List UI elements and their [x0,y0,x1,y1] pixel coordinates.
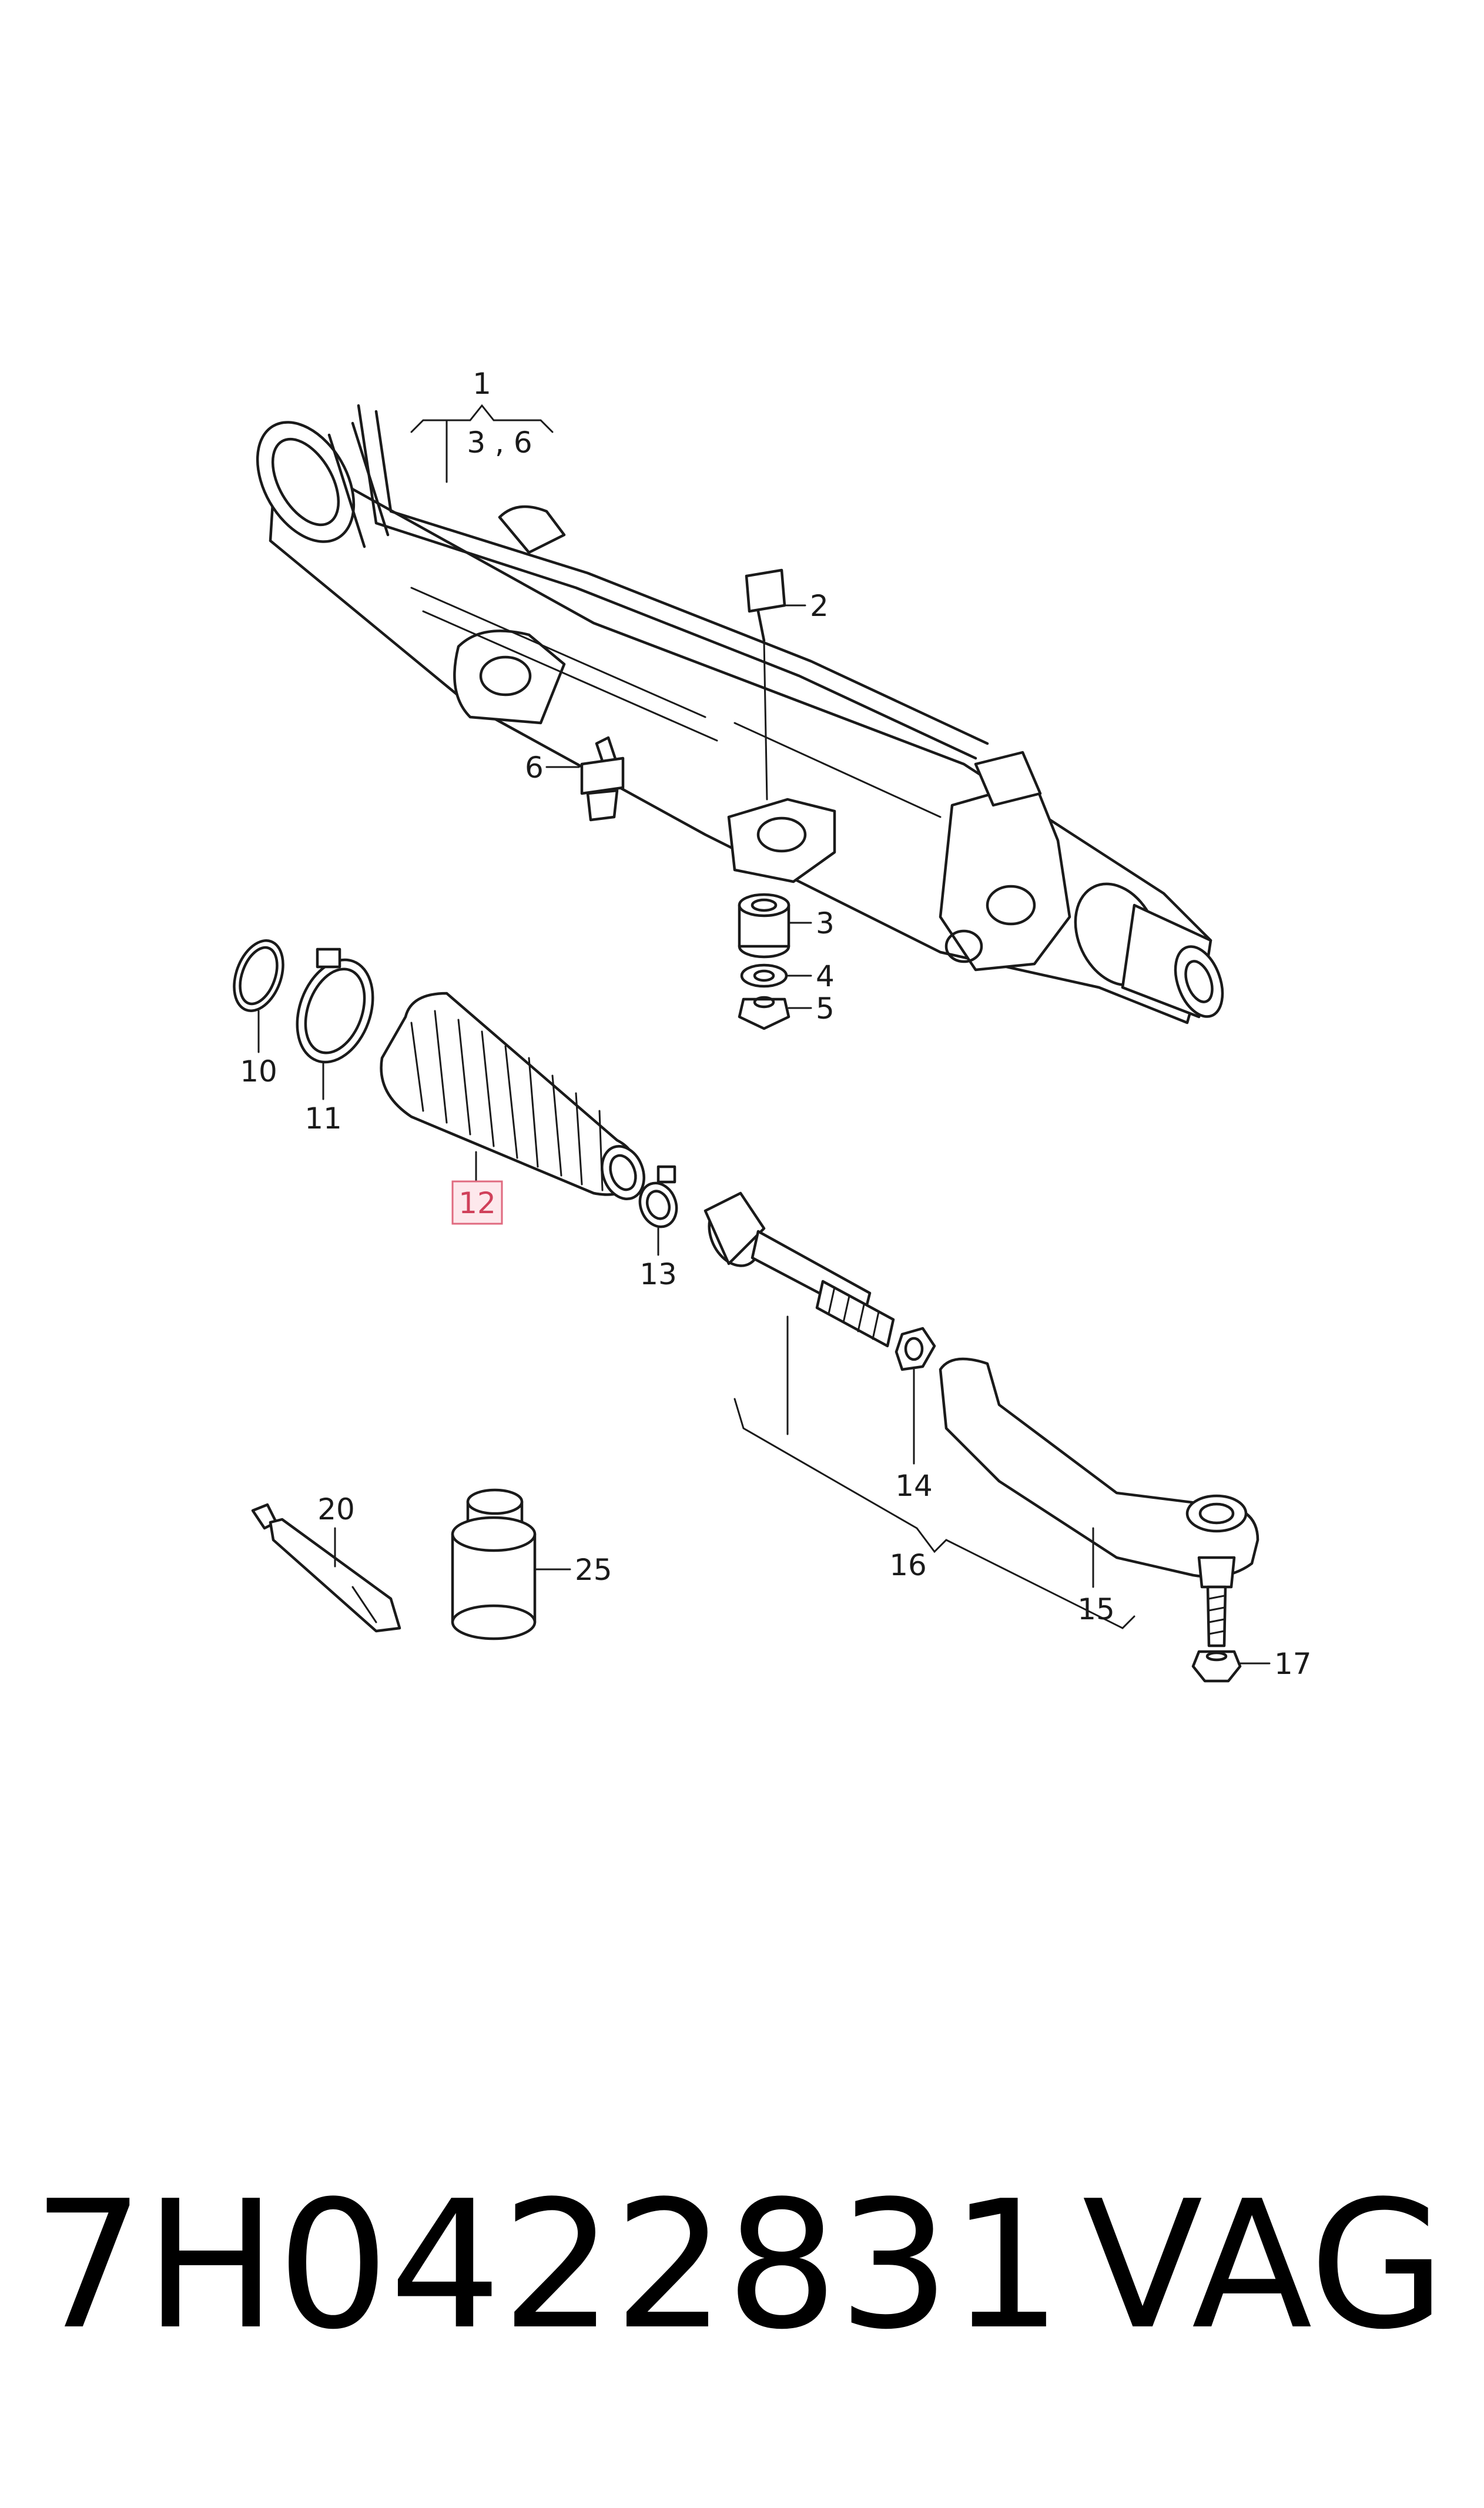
callout-16: 16 [889,1548,927,1582]
callout-labels: 1 3 , 6 2 6 3 4 5 10 11 12 13 14 16 15 1… [240,367,1311,1681]
washer-part-4 [740,963,788,988]
callout-25: 25 [575,1553,612,1587]
bellows-boot-part-12 [380,992,645,1201]
callout-3: 3 [816,906,835,940]
callout-1-sub: 3 , 6 [467,426,532,460]
nut-part-14 [895,1327,936,1371]
bush-part-3 [738,893,790,959]
callout-12-highlight: 12 [451,1180,503,1225]
callout-14: 14 [895,1469,933,1503]
nut-part-5 [738,996,790,1030]
tie-rod-end-part-15 [939,1357,1259,1648]
callout-2: 2 [810,589,829,623]
callout-15: 15 [1077,1592,1115,1626]
callout-13: 13 [639,1257,677,1291]
clamp-part-13 [638,1165,678,1228]
clip-part-6 [580,736,625,822]
callout-11: 11 [304,1101,342,1136]
callout-6: 6 [525,751,544,785]
callout-1: 1 [473,367,491,401]
brand-name: VAG [1082,2163,1446,2368]
oil-container-part-25 [451,1488,537,1640]
ring-part-10 [233,939,284,1012]
nut-part-17 [1191,1650,1242,1683]
callout-12: 12 [458,1186,496,1220]
callout-17: 17 [1274,1647,1312,1681]
callout-20: 20 [317,1492,355,1526]
callout-5: 5 [816,992,835,1026]
tie-rod-part-16 [704,1191,895,1348]
leader-lines [257,404,1271,1665]
grease-tube-part-20 [251,1503,401,1633]
clamp-part-11 [296,947,374,1064]
callout-10: 10 [240,1054,277,1089]
bolt-part-2 [745,568,786,801]
part-number: 7H0422831 [32,2163,1063,2368]
highlight-box [451,1180,503,1225]
steering-rack [256,404,1224,1024]
callout-4: 4 [816,959,835,993]
